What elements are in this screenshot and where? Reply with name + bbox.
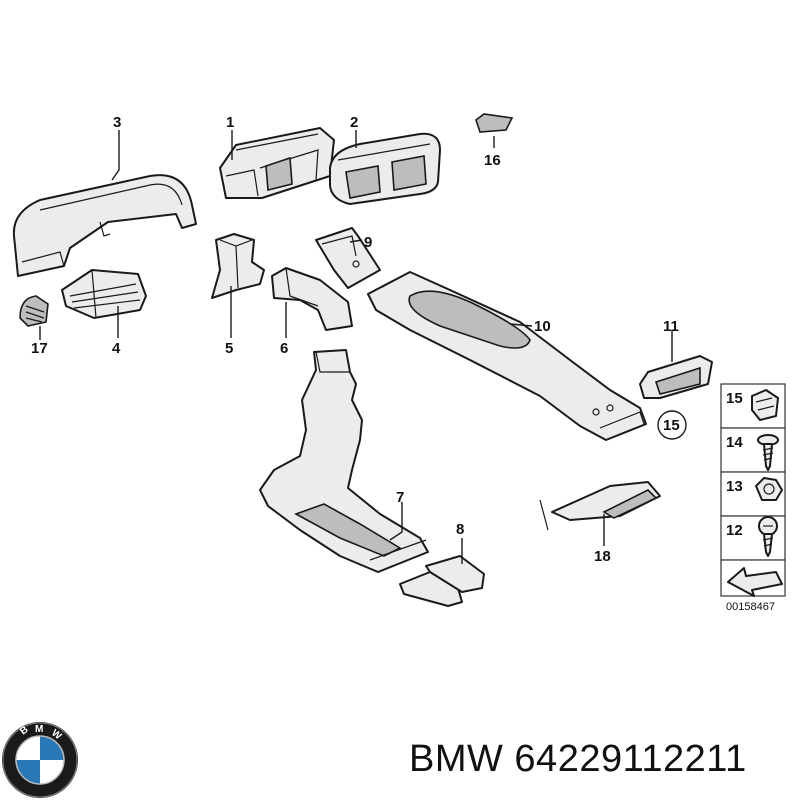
callout-3: 3 [113,114,121,131]
legend-label-15: 15 [726,390,743,407]
part-10-duct [367,271,647,441]
nut-icon [755,477,783,501]
callout-10: 10 [534,318,551,335]
screw-icon [758,516,778,557]
callout-2: 2 [350,114,358,131]
reference-code: 00158467 [726,601,775,613]
part-17-grille [19,295,49,327]
callout-9: 9 [364,234,372,251]
part-8-duct [399,555,485,607]
part-1-vent [219,127,335,199]
callout-15: 15 [663,417,680,434]
legend-label-13: 13 [726,478,743,495]
callout-17: 17 [31,340,48,357]
callout-11: 11 [663,318,679,335]
part-16-clip [475,113,514,133]
callout-labels: 1 2 3 4 5 6 7 8 9 10 11 15 16 17 18 [31,114,680,565]
direction-arrow-icon [727,567,783,597]
part-5-duct [211,233,265,299]
callout-7: 7 [396,489,404,506]
part-18-duct [539,481,661,531]
leader-lines [39,130,687,564]
legend-label-12: 12 [726,522,743,539]
callout-5: 5 [225,340,233,357]
callout-6: 6 [280,340,288,357]
fastener-legend: 15 14 13 12 00158467 [720,383,786,613]
part-2-vent [329,132,441,205]
callout-8: 8 [456,521,464,538]
callout-4: 4 [112,340,121,357]
legend-label-14: 14 [726,434,743,451]
callout-16: 16 [484,152,501,169]
svg-text:M: M [35,724,43,735]
part-7-duct [259,349,429,573]
part-3-duct [12,174,197,277]
callout-1: 1 [226,114,234,131]
part-6-duct [271,267,353,331]
screw-icon [757,434,779,471]
part-9-duct [315,227,381,289]
part-4-grille [61,269,147,319]
callout-18: 18 [594,548,611,565]
part-11-vent [639,355,713,399]
bmw-logo: B M W [2,722,78,798]
part-number-caption: BMW 64229112211 [409,738,747,780]
clip-icon [751,389,779,421]
